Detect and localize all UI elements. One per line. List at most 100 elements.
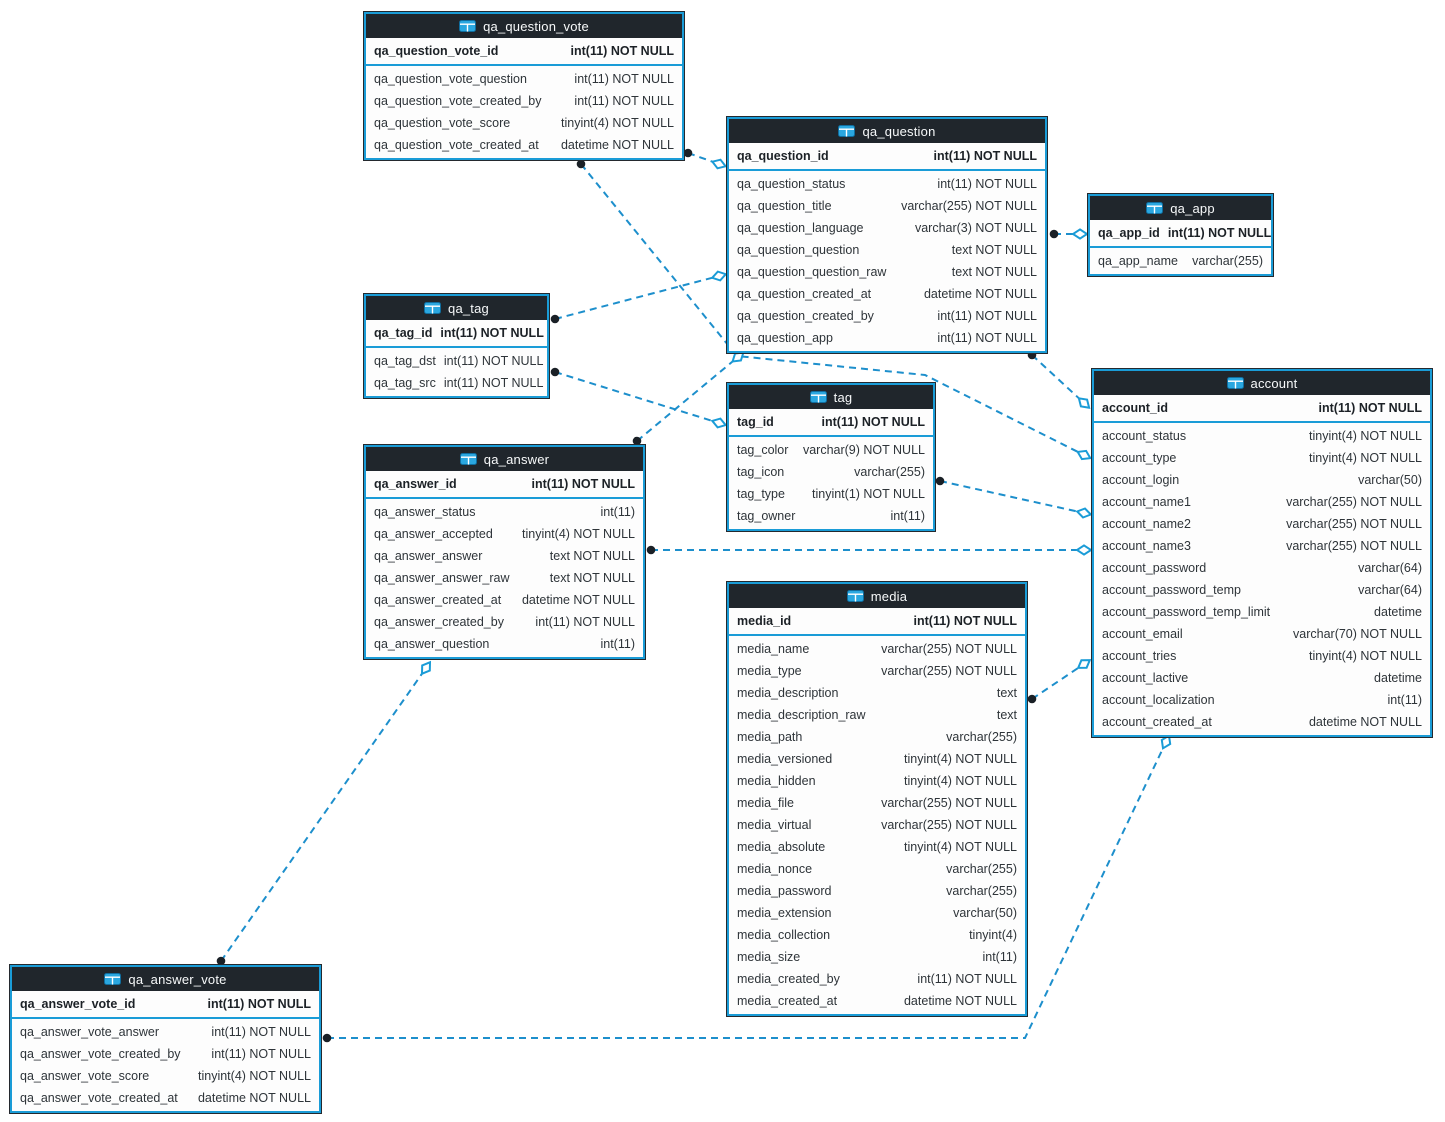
table-header[interactable]: media [729, 584, 1025, 608]
relationship-media_created_by[interactable] [1031, 663, 1085, 700]
table-header[interactable]: qa_answer_vote [12, 967, 319, 991]
table-header[interactable]: account [1094, 371, 1430, 395]
relationship-qa_answer_vote_answer[interactable] [220, 667, 427, 962]
relationship-qa_question_created_by[interactable] [1031, 354, 1085, 404]
relationship-qa_tag_src[interactable] [554, 275, 720, 320]
table-header[interactable]: qa_app [1090, 196, 1271, 220]
table-header[interactable]: qa_question_vote [366, 14, 682, 38]
table-header[interactable]: tag [729, 385, 933, 409]
table-header[interactable]: qa_answer [366, 447, 643, 471]
relationship-qa_question_vote_created_by[interactable] [580, 163, 1085, 456]
relationship-qa_answer_vote_created_by[interactable] [327, 741, 1167, 1039]
column-type: tinyint(4) NOT NULL [561, 116, 674, 130]
relationship-qa_tag_dst[interactable] [554, 371, 720, 424]
column-field-name: media_id [737, 614, 792, 628]
relationship-qa_answer_question[interactable] [636, 356, 739, 442]
relationship-tag_owner[interactable] [939, 480, 1085, 514]
table-header[interactable]: qa_tag [366, 296, 547, 320]
table-header[interactable]: qa_question [729, 119, 1045, 143]
